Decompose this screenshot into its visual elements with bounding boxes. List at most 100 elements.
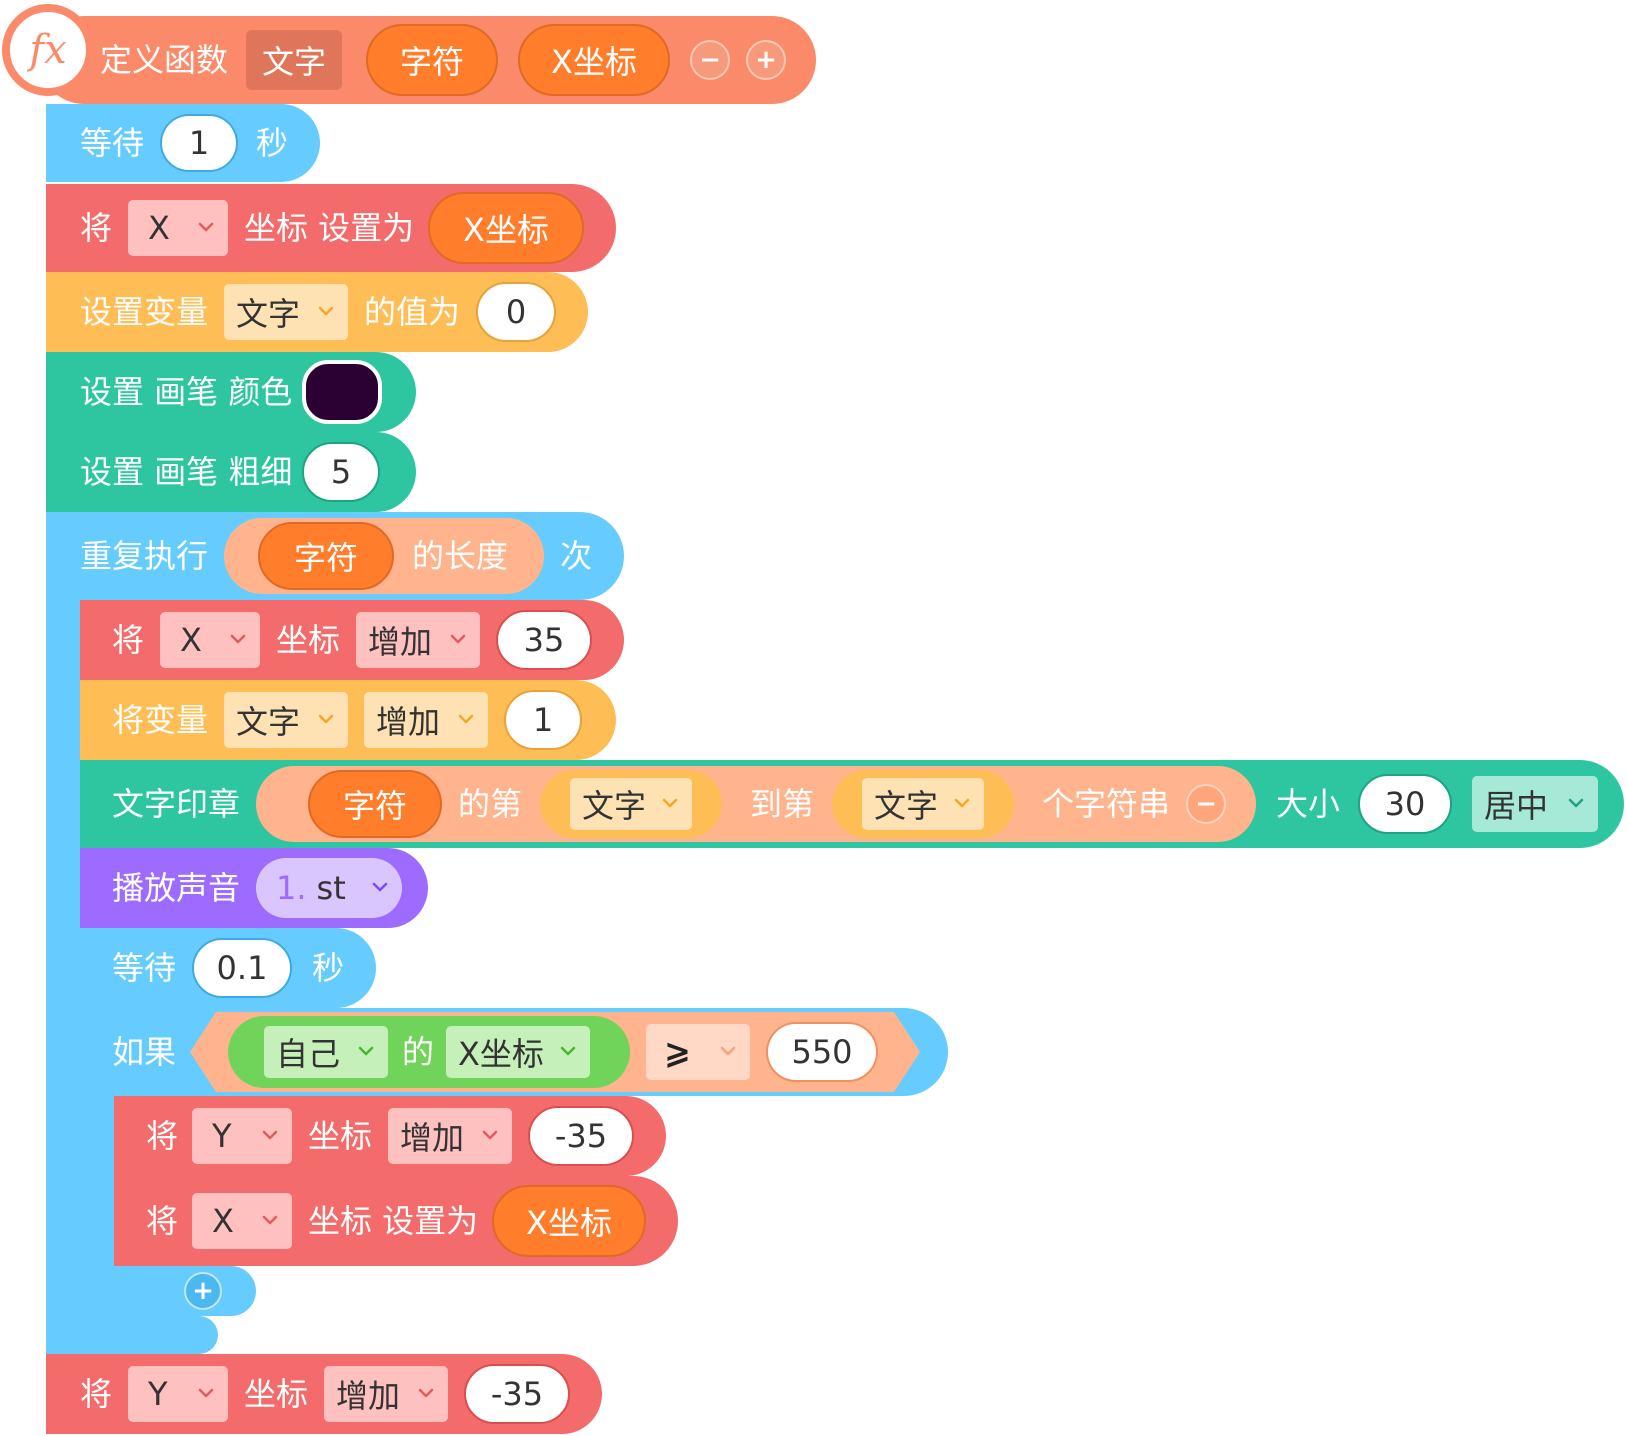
length-of-operator[interactable]: 字符 的长度 (224, 518, 544, 594)
sound-number: 1. (276, 869, 307, 907)
set-x-mid: 坐标 设置为 (244, 209, 415, 247)
wait-label: 等待 (80, 124, 145, 162)
change-y-prefix: 将 (146, 1117, 179, 1155)
text-stamp-label: 文字印章 (112, 785, 241, 823)
change-variable-value-input[interactable]: 1 (504, 690, 582, 750)
play-sound-block[interactable]: 播放声音 1. st (80, 848, 428, 928)
set-pen-color-label: 设置 画笔 颜色 (80, 373, 293, 411)
change-y-prefix: 将 (80, 1375, 113, 1413)
sensing-reporter[interactable]: 自己 的 X坐标 (228, 1016, 630, 1088)
object-dropdown[interactable]: 自己 (264, 1026, 388, 1078)
from-variable-reporter[interactable]: 文字 (540, 770, 722, 838)
variable-dropdown[interactable]: 文字 (224, 692, 348, 748)
change-x-block[interactable]: 将 X 坐标 增加 35 (80, 600, 624, 680)
set-pen-size-block[interactable]: 设置 画笔 粗细 5 (46, 432, 416, 512)
chevron-down-icon (952, 793, 972, 813)
axis-dropdown[interactable]: X (160, 612, 260, 668)
pen-color-swatch[interactable] (302, 360, 382, 424)
change-variable-label: 将变量 (112, 701, 209, 739)
set-variable-value-input[interactable]: 0 (476, 282, 556, 342)
chevron-down-icon (316, 301, 336, 321)
substring-operator[interactable]: 字符 的第 文字 到第 文字 个字符串 − (256, 766, 1256, 842)
substring-to-label: 到第 (750, 785, 815, 823)
repeat-label: 重复执行 (80, 537, 209, 575)
chevron-down-icon (416, 1383, 436, 1403)
set-variable-block[interactable]: 设置变量 文字 的值为 0 (46, 272, 588, 352)
sensing-of-label: 的 (402, 1033, 435, 1071)
wait-unit: 秒 (256, 124, 289, 162)
wait-seconds-input[interactable]: 1 (160, 114, 238, 172)
remove-arg-button[interactable]: − (1186, 784, 1226, 824)
char-param-reporter[interactable]: 字符 (258, 522, 394, 590)
sound-dropdown[interactable]: 1. st (256, 858, 402, 918)
substring-from-label: 的第 (458, 785, 523, 823)
stamp-size-input[interactable]: 30 (1358, 774, 1452, 834)
function-icon: fx (2, 4, 94, 96)
axis-dropdown[interactable]: Y (128, 1366, 228, 1422)
param-char-reporter[interactable]: 字符 (366, 24, 498, 96)
if-footer (80, 1266, 256, 1316)
variable-dropdown[interactable]: 文字 (224, 284, 348, 340)
param-xcoord-reporter[interactable]: X坐标 (518, 24, 670, 96)
char-param-reporter[interactable]: 字符 (308, 770, 442, 838)
chevron-down-icon (448, 629, 468, 649)
change-x-mid: 坐标 (276, 621, 341, 659)
set-x-mid: 坐标 设置为 (308, 1202, 479, 1240)
wait-unit: 秒 (312, 949, 345, 987)
change-y-value-input[interactable]: -35 (464, 1364, 570, 1424)
operation-dropdown[interactable]: 增加 (356, 612, 480, 668)
change-y-value-input[interactable]: -35 (528, 1106, 634, 1166)
change-y-mid: 坐标 (244, 1375, 309, 1413)
change-y-mid: 坐标 (308, 1117, 373, 1155)
function-name-field[interactable]: 文字 (246, 30, 342, 90)
operation-dropdown[interactable]: 增加 (324, 1366, 448, 1422)
set-pen-size-label: 设置 画笔 粗细 (80, 453, 293, 491)
change-x-value-input[interactable]: 35 (496, 610, 592, 670)
axis-dropdown[interactable]: X (192, 1193, 292, 1249)
define-function-block[interactable]: 定义函数 文字 字符 X坐标 − + (40, 16, 816, 104)
set-x-block[interactable]: 将 X 坐标 设置为 X坐标 (46, 184, 616, 272)
wait-seconds-input[interactable]: 0.1 (192, 938, 292, 998)
pen-size-input[interactable]: 5 (302, 442, 380, 502)
add-branch-button[interactable]: + (184, 1272, 222, 1310)
wait-block[interactable]: 等待 1 秒 (46, 104, 320, 182)
wait-block[interactable]: 等待 0.1 秒 (80, 928, 376, 1008)
add-param-button[interactable]: + (746, 40, 786, 80)
change-y-block[interactable]: 将 Y 坐标 增加 -35 (46, 1354, 602, 1434)
comparison-operator[interactable]: 自己 的 X坐标 ⩾ 550 (190, 1012, 920, 1092)
axis-dropdown[interactable]: Y (192, 1108, 292, 1164)
property-dropdown[interactable]: X坐标 (446, 1026, 590, 1078)
set-x-block[interactable]: 将 X 坐标 设置为 X坐标 (114, 1176, 678, 1266)
xcoord-reporter[interactable]: X坐标 (492, 1185, 646, 1257)
change-y-block[interactable]: 将 Y 坐标 增加 -35 (114, 1096, 666, 1176)
comparison-value-input[interactable]: 550 (766, 1022, 878, 1082)
change-variable-block[interactable]: 将变量 文字 增加 1 (80, 680, 616, 760)
set-variable-mid: 的值为 (364, 293, 461, 331)
chevron-down-icon (660, 793, 680, 813)
if-header[interactable]: 如果 自己 的 X坐标 ⩾ 550 (80, 1008, 948, 1096)
variable-dropdown[interactable]: 文字 (570, 778, 692, 830)
remove-param-button[interactable]: − (690, 40, 730, 80)
axis-dropdown[interactable]: X (128, 200, 228, 256)
length-of-label: 的长度 (412, 537, 509, 575)
chevron-down-icon (228, 629, 248, 649)
chevron-down-icon (1566, 793, 1586, 813)
chevron-down-icon (260, 1210, 280, 1230)
wait-label: 等待 (112, 949, 177, 987)
xcoord-reporter[interactable]: X坐标 (428, 192, 584, 264)
change-x-prefix: 将 (112, 621, 145, 659)
substring-suffix-label: 个字符串 (1042, 785, 1171, 823)
repeat-header[interactable]: 重复执行 字符 的长度 次 (46, 512, 624, 600)
chevron-down-icon (480, 1125, 500, 1145)
set-pen-color-block[interactable]: 设置 画笔 颜色 (46, 352, 416, 432)
operation-dropdown[interactable]: 增加 (364, 692, 488, 748)
text-stamp-block[interactable]: 文字印章 字符 的第 文字 到第 文字 个字符串 − 大小 30 居中 (80, 760, 1624, 848)
operation-dropdown[interactable]: 增加 (388, 1108, 512, 1164)
sound-name: st (316, 869, 346, 907)
align-dropdown[interactable]: 居中 (1472, 776, 1598, 832)
to-variable-reporter[interactable]: 文字 (832, 770, 1014, 838)
comparison-dropdown[interactable]: ⩾ (646, 1024, 750, 1080)
repeat-block[interactable] (46, 512, 80, 1354)
variable-dropdown[interactable]: 文字 (862, 778, 984, 830)
chevron-down-icon (370, 877, 390, 897)
